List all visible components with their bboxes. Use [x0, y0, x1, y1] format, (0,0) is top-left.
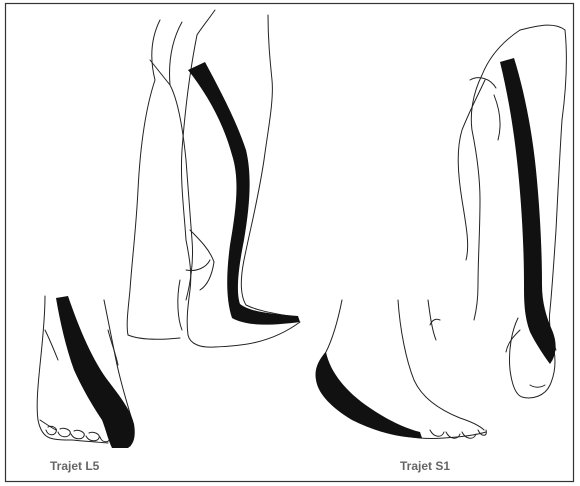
s1-band-leg: [500, 58, 556, 364]
leg-lateral-view: [127, 10, 300, 347]
foot-lateral-view: [316, 300, 520, 439]
l5-band-foot: [56, 296, 135, 448]
caption-l5: Trajet L5: [50, 459, 99, 473]
caption-s1: Trajet S1: [400, 459, 450, 473]
s1-band-foot: [315, 352, 422, 438]
figure-border: [6, 4, 574, 482]
